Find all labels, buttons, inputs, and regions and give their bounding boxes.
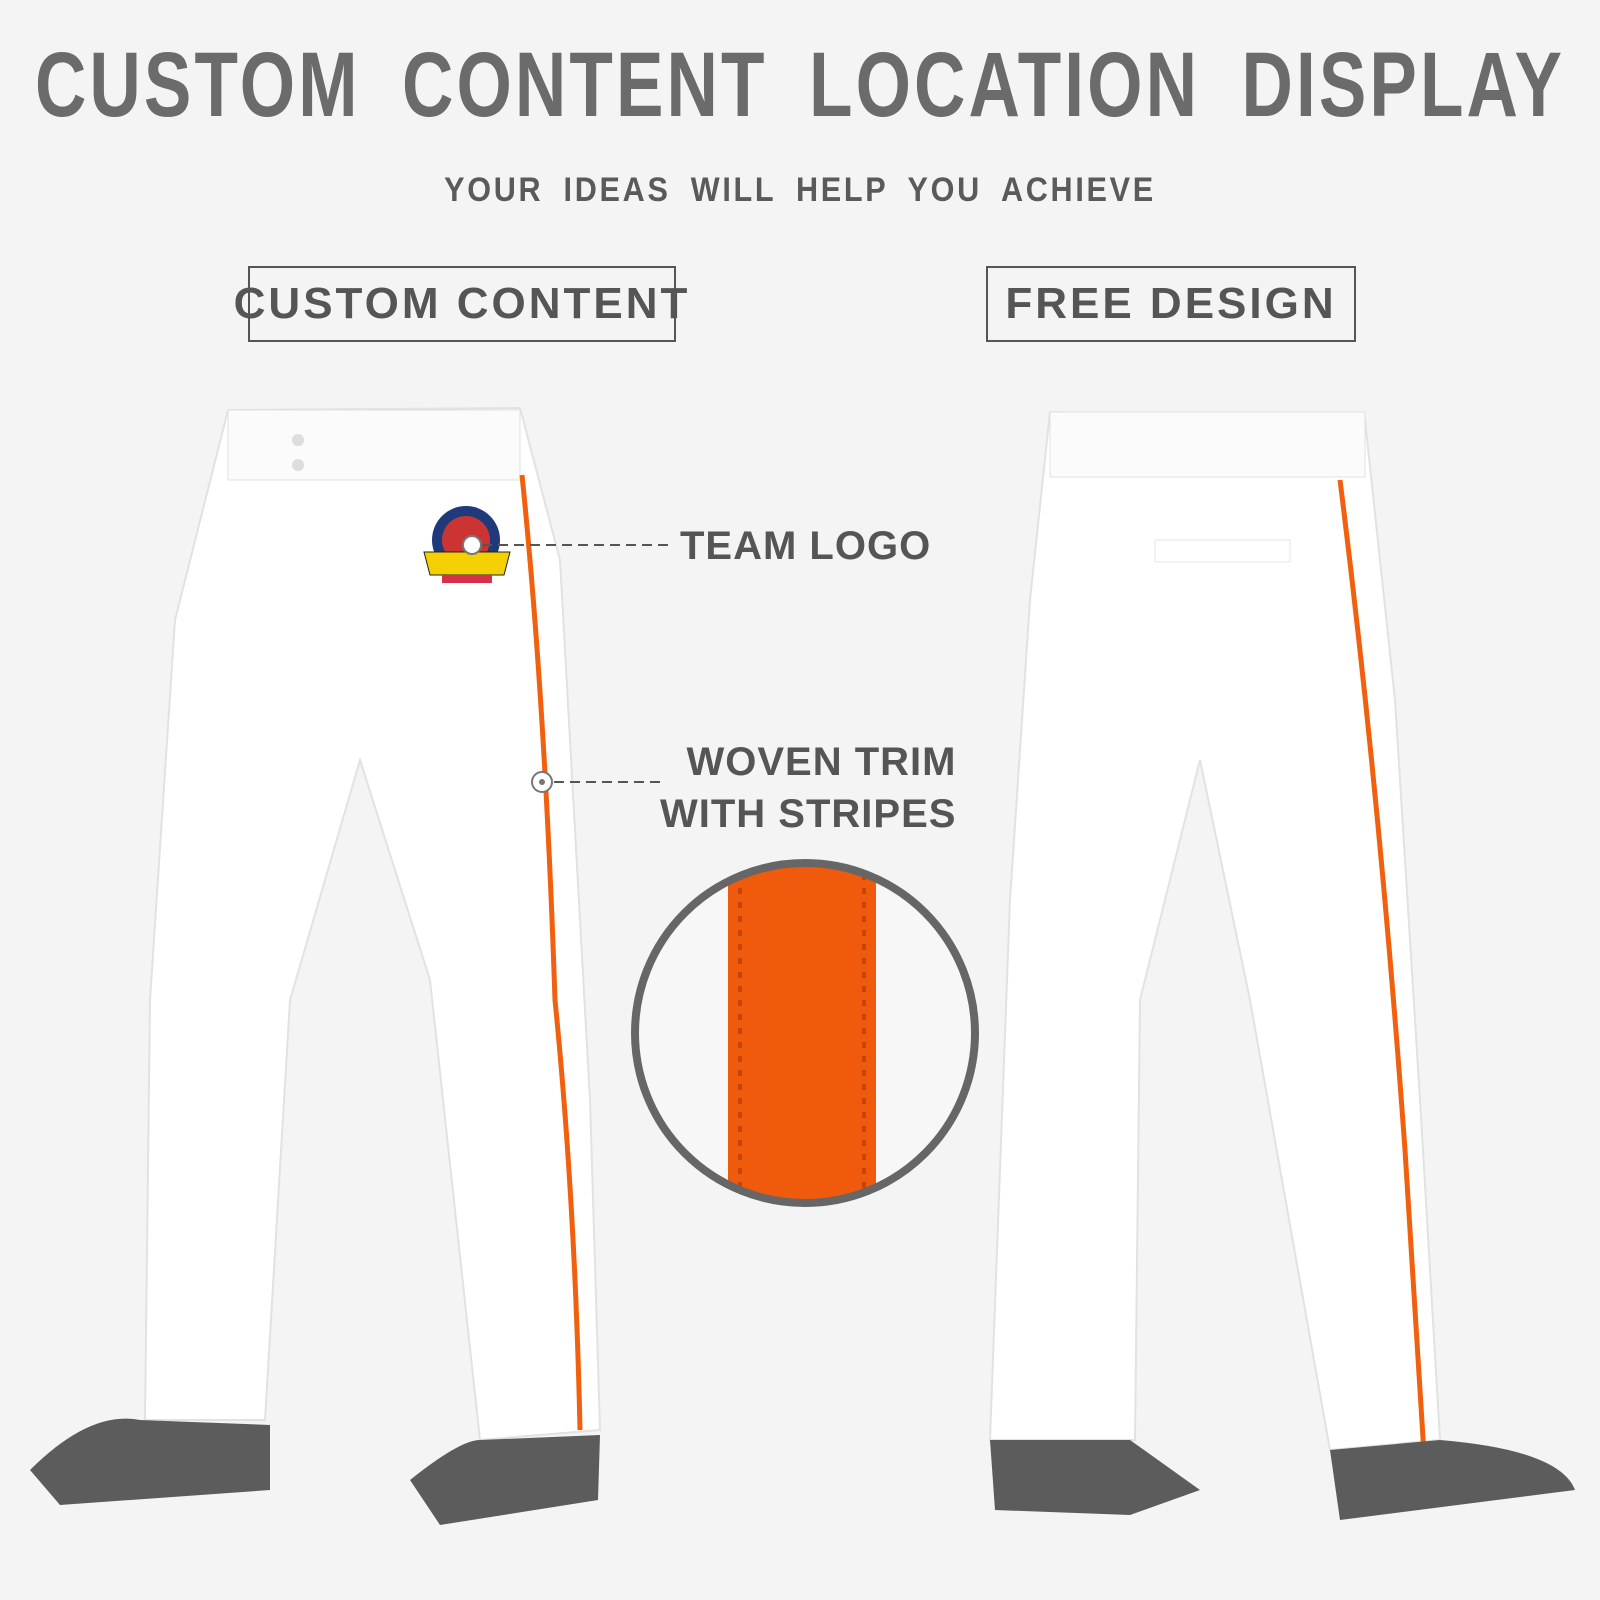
page-subtitle: YOUR IDEAS WILL HELP YOU ACHIEVE xyxy=(444,171,1156,209)
page-title: CUSTOM CONTENT LOCATION DISPLAY xyxy=(34,34,1566,136)
front-pants xyxy=(30,406,602,1525)
back-right-cleat xyxy=(1330,1440,1575,1520)
front-view-label: CUSTOM CONTENT xyxy=(234,266,687,342)
trim-callout-line2: WITH STRIPES xyxy=(660,792,957,836)
front-left-cleat xyxy=(30,1418,270,1505)
team-logo-callout: TEAM LOGO xyxy=(680,524,932,568)
back-view-label: FREE DESIGN xyxy=(986,266,1356,342)
front-trim-stripe xyxy=(519,474,583,1431)
woven-trim-callout: WOVEN TRIM WITH STRIPES xyxy=(660,736,956,840)
trim-callout-line1: WOVEN TRIM xyxy=(686,740,957,784)
back-left-cleat xyxy=(990,1440,1200,1515)
trim-detail-magnifier xyxy=(631,859,979,1207)
back-pants xyxy=(988,410,1575,1520)
back-trim-stripe xyxy=(1337,479,1428,1471)
logo-marker-dot xyxy=(462,535,482,555)
front-right-cleat xyxy=(410,1435,600,1525)
